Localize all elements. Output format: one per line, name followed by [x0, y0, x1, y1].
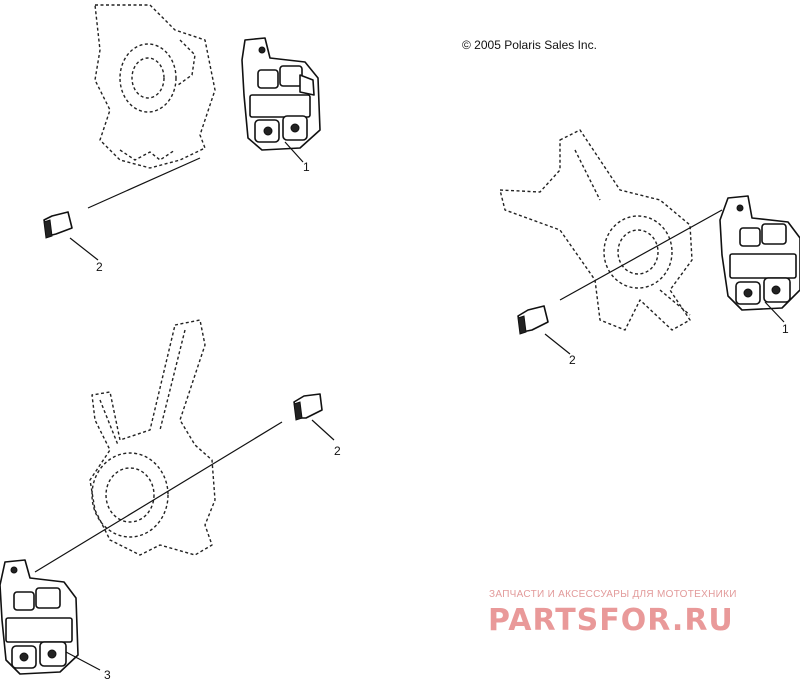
top-left-centerline — [87, 157, 201, 209]
right-bolt — [517, 305, 549, 335]
right-caliper — [719, 195, 800, 311]
top-left-knuckle — [94, 4, 216, 169]
right-bolt-leader — [544, 333, 571, 355]
top-left-bolt-leader — [69, 237, 99, 261]
right-caliper-leader — [764, 301, 785, 323]
top-left-caliper — [241, 37, 321, 151]
bottom-bolt-leader — [311, 419, 335, 441]
bottom-bolt — [293, 393, 323, 421]
copyright-notice: © 2005 Polaris Sales Inc. — [462, 38, 597, 52]
bottom-centerline — [34, 421, 283, 573]
callout-bottom-caliper: 3 — [104, 668, 111, 682]
callout-bottom-bolt: 2 — [334, 444, 341, 458]
watermark-logo: PARTSFOR.RU — [488, 603, 734, 636]
callout-top-left-caliper: 1 — [303, 160, 310, 174]
callout-right-bolt: 2 — [569, 353, 576, 367]
bottom-caliper — [0, 559, 79, 675]
right-centerline — [559, 209, 723, 301]
bottom-knuckle — [89, 319, 216, 556]
bottom-caliper-leader — [65, 651, 101, 671]
callout-top-left-bolt: 2 — [96, 260, 103, 274]
top-left-caliper-leader — [284, 141, 304, 163]
watermark-tagline: ЗАПЧАСТИ И АКСЕССУАРЫ ДЛЯ МОТОТЕХНИКИ — [489, 589, 737, 600]
right-knuckle — [499, 129, 693, 331]
top-left-bolt — [43, 211, 73, 239]
callout-right-caliper: 1 — [782, 322, 789, 336]
watermark-logo-text: PARTSFOR.RU — [488, 603, 734, 636]
